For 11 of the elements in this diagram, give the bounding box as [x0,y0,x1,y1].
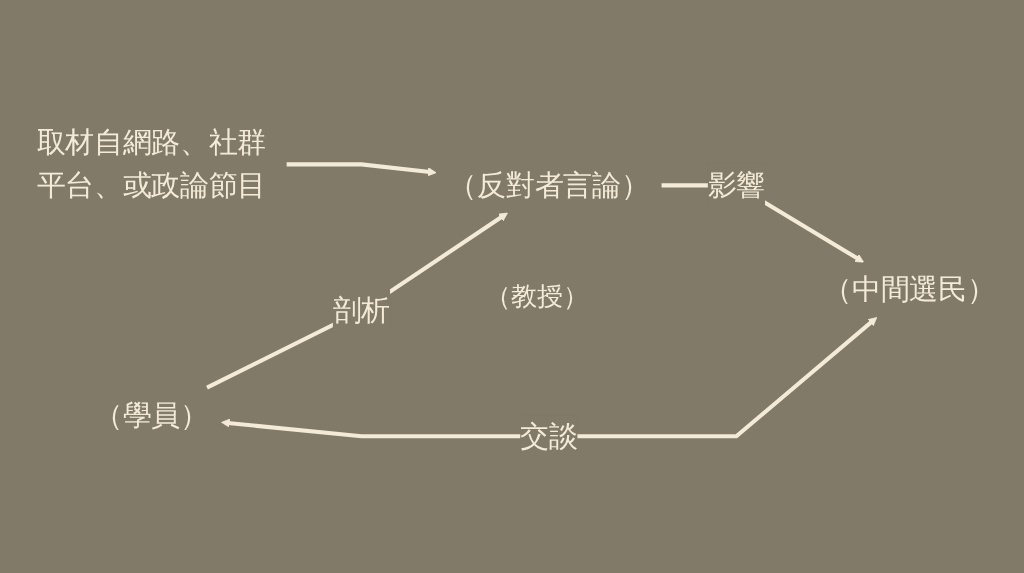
edge-label: 影響 [707,167,766,202]
arrow [221,317,878,439]
node-text: （反對者言論） [448,167,650,202]
edge-label: 剖析 [332,293,391,328]
arrow [206,212,508,390]
node-text: 取材自網路、社群平台、或政論節目 [36,125,267,203]
arrow [286,162,437,177]
node-text: （中間選民） [823,272,996,307]
label-text: （教授） [484,281,589,313]
node-text: （學員） [94,397,209,432]
edge-label: 交談 [520,418,578,453]
